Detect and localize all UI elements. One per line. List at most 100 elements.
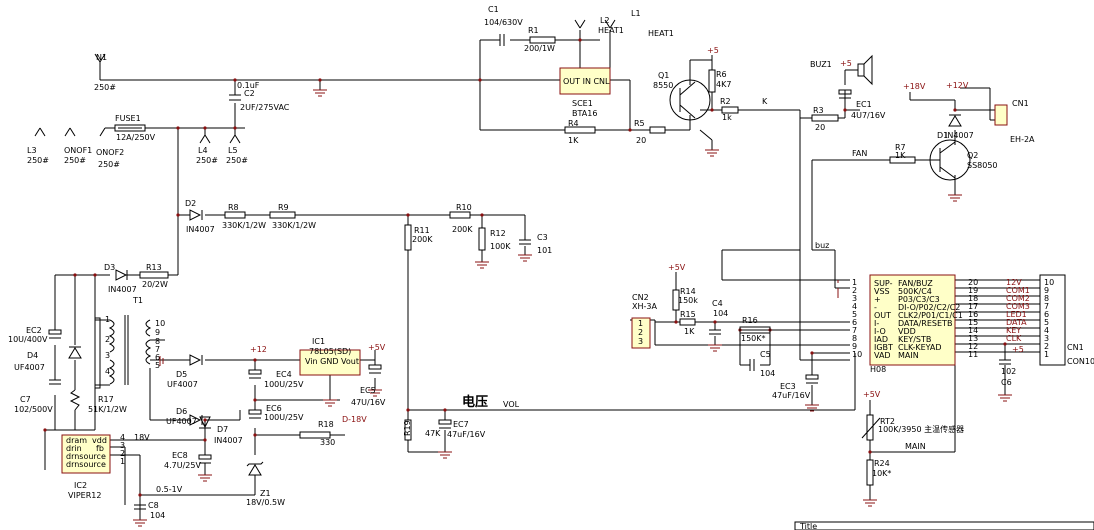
u1-right-num-7: 13 [968, 334, 978, 343]
cn1-top-value: EH-2A [1010, 135, 1035, 144]
cn1-num-6: 4 [1044, 326, 1049, 335]
power-v05: 0.5-1V [156, 485, 183, 494]
r2-ref: R2 [720, 97, 731, 106]
d2-value: IN4007 [186, 225, 215, 234]
cn1-num-5: 5 [1044, 318, 1049, 327]
r11-value: 200K [412, 235, 433, 244]
t1-num-3: 7 [155, 345, 160, 354]
r4-value: 1K [568, 136, 579, 145]
cn1-num-4: 6 [1044, 310, 1049, 319]
r7-ref: R7 [895, 143, 906, 152]
c5-value: 104 [760, 369, 775, 378]
cn2-num-0: 1 [638, 319, 643, 328]
ic2-pin-5: drnsource [66, 460, 106, 469]
ic2-pin-1: vdd [92, 436, 107, 445]
u1-right-pin-6: VDD [898, 327, 916, 336]
r17-ref: R17 [98, 395, 114, 404]
cn1-ref: CN1 [1067, 343, 1084, 352]
sce1-body: OUT IN CNL [563, 77, 610, 86]
fuse1-value: 12A/250V [116, 133, 156, 142]
ec2-value: 10U/400V [8, 335, 48, 344]
u1-left-pin-8: IGBT [874, 343, 893, 352]
sce1-value: BTA16 [572, 109, 597, 118]
c7-ref: C7 [20, 395, 31, 404]
q1-ref: Q1 [658, 71, 669, 80]
u1-right-num-9: 11 [968, 350, 978, 359]
r13-ref: R13 [146, 263, 162, 272]
q2-value: SS8050 [967, 161, 998, 170]
u1-right-num-0: 20 [968, 278, 978, 287]
ec4-ref: EC4 [276, 370, 292, 379]
d1-value: IN4007 [945, 131, 974, 140]
r3-value: 20 [815, 123, 825, 132]
net-onof2-pin: 250# [98, 160, 120, 169]
u1-net-4: LED1 [1006, 310, 1027, 319]
q1-value: 8550 [653, 81, 673, 90]
u1-left-num-0: 1 [852, 278, 857, 287]
net-main: MAIN [905, 442, 926, 451]
net-l3-pin: 250# [27, 156, 49, 165]
ec7-value: 47uF/16V [447, 430, 486, 439]
t1-num-8: 3 [105, 351, 110, 360]
u1-left-pin-2: + [874, 295, 881, 304]
d7-value: IN4007 [214, 436, 243, 445]
u1-right-pin-8: CLK-KEYAD [898, 343, 942, 352]
net-onof1-pin: 250# [64, 156, 86, 165]
power-p18v: +18V [903, 82, 926, 91]
u1-right-num-2: 18 [968, 294, 978, 303]
ic2-pinnum-3: 1 [120, 457, 125, 466]
c4-ref: C4 [712, 299, 723, 308]
z1-ref: Z1 [260, 489, 271, 498]
net-onof2: ONOF2 [96, 148, 124, 157]
ec5-ref: EC5 [360, 386, 376, 395]
u1-left-pin-1: VSS [874, 287, 890, 296]
ec4-value: 100U/25V [264, 380, 304, 389]
u1-pin-labels: SUP-VSS+-OUTI-I-OIADIGBTVADFAN/BUZ500K/C… [852, 278, 1054, 360]
r11-ref: R11 [414, 226, 430, 235]
fuse1-ref: FUSE1 [115, 114, 141, 123]
r1-value: 200/1W [524, 44, 555, 53]
u1-net-2: COM2 [1006, 294, 1030, 303]
u1-left-num-6: 7 [852, 326, 857, 335]
cn2-value: XH-3A [632, 302, 657, 311]
ec2-ref: EC2 [26, 326, 42, 335]
ic2-pin-0: dram [66, 436, 87, 445]
buz1-ref: BUZ1 [810, 60, 832, 69]
ic2-value: VIPER12 [68, 491, 101, 500]
cn1-num-2: 8 [1044, 294, 1049, 303]
cn1-num-9: 1 [1044, 350, 1049, 359]
r6-ref: R6 [716, 70, 727, 79]
r10-ref: R10 [456, 203, 472, 212]
d3-value: IN4007 [108, 285, 137, 294]
c1-ref: C1 [488, 5, 499, 14]
c8-value: 104 [150, 511, 165, 520]
power-p5-q1: +5 [707, 46, 719, 55]
net-l3: L3 [27, 146, 37, 155]
u1-right-pin-2: P03/C3/C3 [898, 295, 940, 304]
t1-num-7: 2 [105, 335, 110, 344]
r12-value: 100K [490, 242, 511, 251]
ec3-value: 47uF/16V [772, 391, 811, 400]
ic2-pinnum-2: 2 [120, 449, 125, 458]
d1-ref: D1 [937, 131, 948, 140]
u1-left-num-1: 2 [852, 286, 857, 295]
u1-right-pin-0: FAN/BUZ [898, 279, 933, 288]
u1-left-pin-5: I- [874, 319, 879, 328]
ic1-value: 78L05(SD) [309, 347, 351, 356]
c6-ref: C6 [1001, 378, 1012, 387]
net-l5-pin: 250# [226, 156, 248, 165]
r8-ref: R8 [228, 203, 239, 212]
ec6-value: 100U/25V [264, 413, 304, 422]
ec8-ref: EC8 [172, 451, 188, 460]
ic2-pin-3: fb [96, 444, 104, 453]
ic2-ref: IC2 [74, 481, 87, 490]
ic2-pin-2: drin [66, 444, 82, 453]
d3-ref: D3 [104, 263, 115, 272]
u1-right-num-3: 17 [968, 302, 978, 311]
ic1-ref: IC1 [312, 337, 325, 346]
ic1-body: Vin GND Vout [305, 357, 359, 366]
net-l4-pin: 250# [196, 156, 218, 165]
ec3-ref: EC3 [780, 382, 796, 391]
